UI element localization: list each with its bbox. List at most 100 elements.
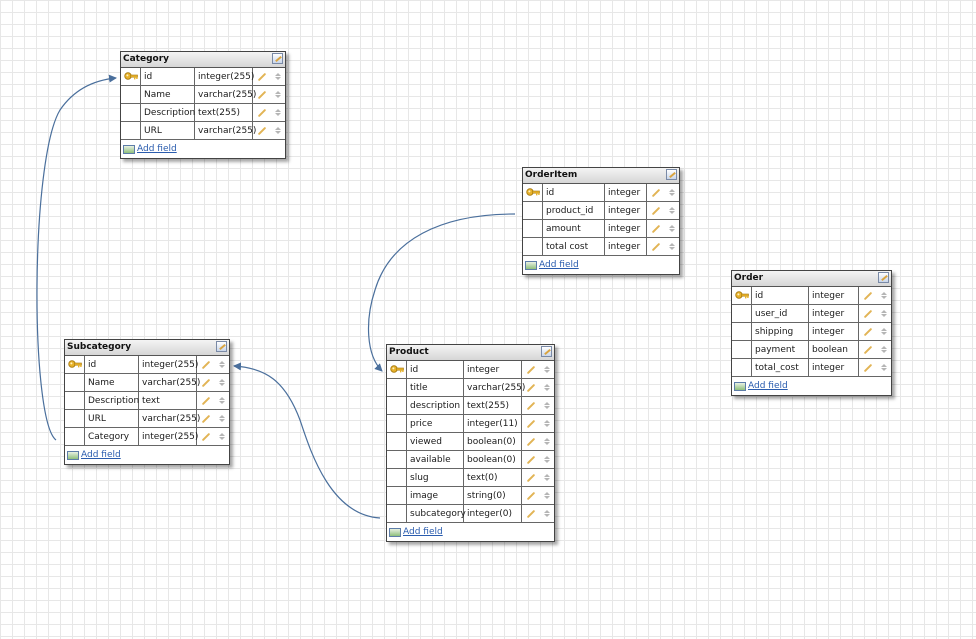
reorder-field-icon[interactable]: [669, 189, 675, 196]
field-type[interactable]: varchar(255): [195, 122, 256, 140]
field-name[interactable]: id: [85, 356, 139, 374]
field-name[interactable]: Name: [141, 86, 195, 104]
reorder-field-icon[interactable]: [275, 73, 281, 80]
edit-table-icon[interactable]: [666, 169, 677, 180]
add-field-label[interactable]: Add field: [539, 260, 579, 270]
field-type[interactable]: text(255): [464, 397, 522, 415]
edit-table-icon[interactable]: [878, 272, 889, 283]
field-name[interactable]: Description: [141, 104, 195, 122]
reorder-field-icon[interactable]: [544, 384, 550, 391]
edit-field-icon[interactable]: [526, 455, 536, 464]
field-name[interactable]: shipping: [752, 323, 809, 341]
edit-field-icon[interactable]: [863, 345, 873, 354]
field-type[interactable]: integer: [809, 323, 859, 341]
add-field-label[interactable]: Add field: [748, 381, 788, 391]
add-field-button[interactable]: Add field: [732, 377, 891, 395]
reorder-field-icon[interactable]: [669, 225, 675, 232]
edit-field-icon[interactable]: [651, 206, 661, 215]
edit-field-icon[interactable]: [863, 327, 873, 336]
field-name[interactable]: user_id: [752, 305, 809, 323]
field-name[interactable]: id: [752, 287, 809, 305]
reorder-field-icon[interactable]: [544, 474, 550, 481]
field-name[interactable]: price: [407, 415, 464, 433]
field-name[interactable]: URL: [141, 122, 195, 140]
reorder-field-icon[interactable]: [219, 415, 225, 422]
edit-field-icon[interactable]: [526, 509, 536, 518]
field-name[interactable]: slug: [407, 469, 464, 487]
field-name[interactable]: id: [407, 361, 464, 379]
edit-field-icon[interactable]: [651, 242, 661, 251]
field-name[interactable]: URL: [85, 410, 139, 428]
field-name[interactable]: image: [407, 487, 464, 505]
field-type[interactable]: integer(11): [464, 415, 522, 433]
field-type[interactable]: text(255): [195, 104, 253, 122]
field-name[interactable]: Name: [85, 374, 139, 392]
field-name[interactable]: id: [543, 184, 605, 202]
table-header[interactable]: Order: [732, 271, 891, 287]
field-name[interactable]: subcategory: [407, 505, 466, 523]
field-name[interactable]: id: [141, 68, 195, 86]
reorder-field-icon[interactable]: [219, 361, 225, 368]
reorder-field-icon[interactable]: [544, 438, 550, 445]
field-name[interactable]: amount: [543, 220, 605, 238]
reorder-field-icon[interactable]: [544, 510, 550, 517]
reorder-field-icon[interactable]: [219, 397, 225, 404]
field-name[interactable]: available: [407, 451, 464, 469]
field-name[interactable]: viewed: [407, 433, 464, 451]
reorder-field-icon[interactable]: [544, 456, 550, 463]
add-field-button[interactable]: Add field: [387, 523, 554, 541]
field-type[interactable]: integer: [605, 220, 647, 238]
reorder-field-icon[interactable]: [881, 346, 887, 353]
field-type[interactable]: integer: [605, 184, 647, 202]
field-name[interactable]: Description: [85, 392, 139, 410]
field-name[interactable]: total cost: [543, 238, 605, 256]
edit-field-icon[interactable]: [526, 491, 536, 500]
field-name[interactable]: payment: [752, 341, 809, 359]
edit-field-icon[interactable]: [526, 383, 536, 392]
edit-field-icon[interactable]: [201, 414, 211, 423]
edit-field-icon[interactable]: [201, 432, 211, 441]
field-type[interactable]: integer(0): [464, 505, 522, 523]
field-type[interactable]: integer: [464, 361, 522, 379]
reorder-field-icon[interactable]: [275, 109, 281, 116]
reorder-field-icon[interactable]: [219, 433, 225, 440]
edit-table-icon[interactable]: [272, 53, 283, 64]
edit-field-icon[interactable]: [863, 291, 873, 300]
reorder-field-icon[interactable]: [219, 379, 225, 386]
field-type[interactable]: boolean(0): [464, 433, 522, 451]
reorder-field-icon[interactable]: [881, 364, 887, 371]
field-type[interactable]: integer: [809, 359, 859, 377]
reorder-field-icon[interactable]: [544, 492, 550, 499]
edit-field-icon[interactable]: [651, 224, 661, 233]
field-type[interactable]: varchar(255): [139, 410, 200, 428]
field-type[interactable]: integer: [605, 238, 647, 256]
add-field-label[interactable]: Add field: [137, 144, 177, 154]
edit-field-icon[interactable]: [201, 360, 211, 369]
table-header[interactable]: Subcategory: [65, 340, 229, 356]
reorder-field-icon[interactable]: [669, 243, 675, 250]
edit-field-icon[interactable]: [651, 188, 661, 197]
field-type[interactable]: text: [139, 392, 197, 410]
table-header[interactable]: Product: [387, 345, 554, 361]
add-field-button[interactable]: Add field: [65, 446, 229, 464]
edit-field-icon[interactable]: [863, 309, 873, 318]
edit-field-icon[interactable]: [257, 126, 267, 135]
reorder-field-icon[interactable]: [544, 420, 550, 427]
add-field-button[interactable]: Add field: [121, 140, 285, 158]
reorder-field-icon[interactable]: [881, 328, 887, 335]
edit-field-icon[interactable]: [526, 401, 536, 410]
field-type[interactable]: integer(255): [139, 356, 198, 374]
field-type[interactable]: boolean: [809, 341, 859, 359]
edit-field-icon[interactable]: [526, 437, 536, 446]
add-field-button[interactable]: Add field: [523, 256, 679, 274]
reorder-field-icon[interactable]: [544, 366, 550, 373]
edit-table-icon[interactable]: [541, 346, 552, 357]
field-name[interactable]: title: [407, 379, 464, 397]
edit-field-icon[interactable]: [526, 419, 536, 428]
field-type[interactable]: boolean(0): [464, 451, 522, 469]
field-name[interactable]: Category: [85, 428, 139, 446]
